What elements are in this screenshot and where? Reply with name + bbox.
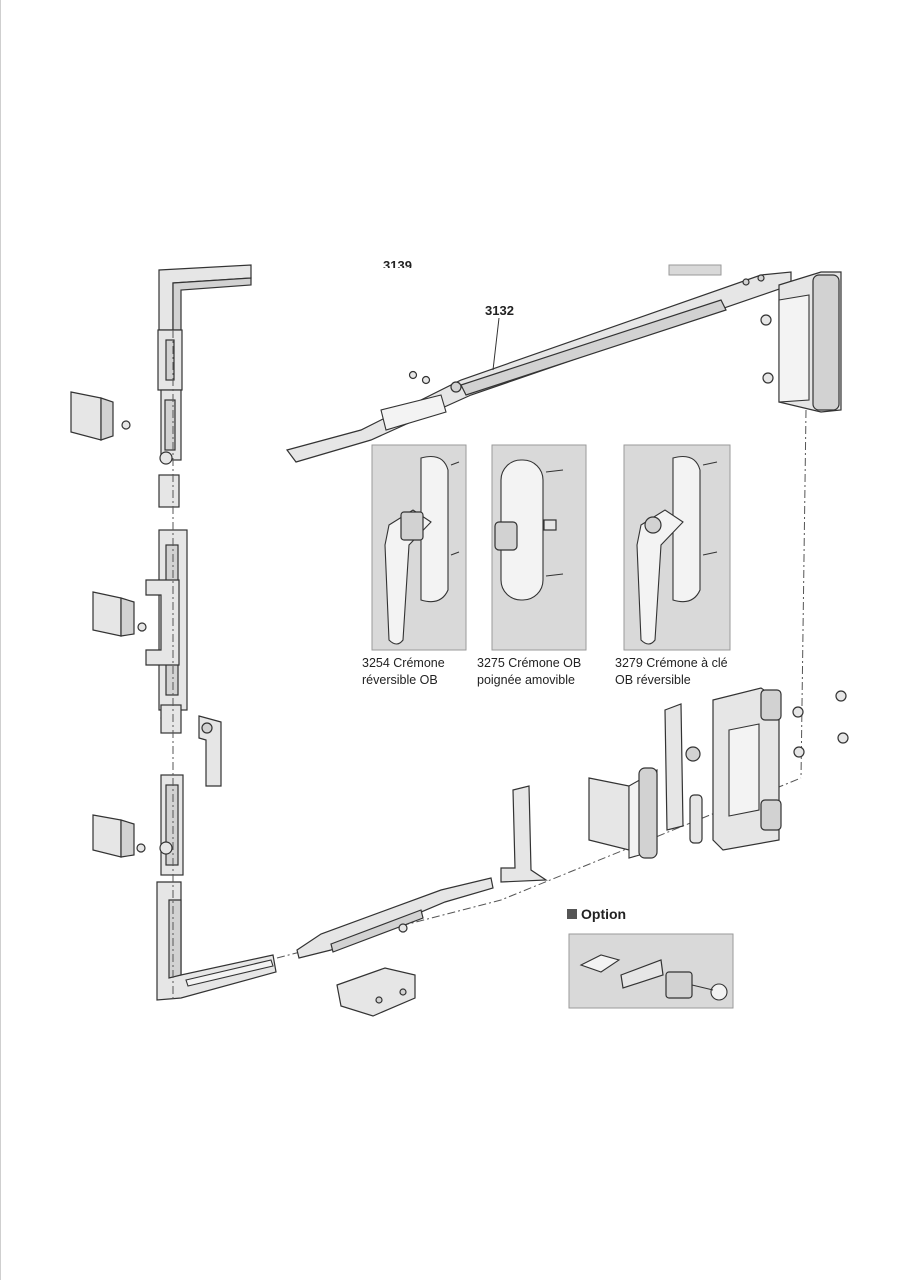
top-part-number-partial: 3139 [383, 258, 412, 268]
keeper-middle [92, 591, 147, 637]
option-square-icon [567, 909, 577, 919]
stay-arm-3132 [285, 271, 792, 463]
option-panel [568, 933, 734, 1009]
handle-3279-caption-line2: OB réversible [615, 673, 691, 687]
handle-3279-caption-line1: 3279 Crémone à clé [615, 656, 728, 670]
keeper-lower [92, 814, 146, 858]
handle-panel-3275 [491, 444, 587, 651]
handle-3275-caption-line1: 3275 Crémone OB [477, 656, 582, 670]
handle-panel-3254 [371, 444, 467, 651]
corner-guide [336, 967, 416, 1017]
pin-part [664, 703, 703, 844]
top-hinge [760, 271, 842, 413]
option-label: Option [581, 906, 627, 922]
assembly-line-bottom [276, 777, 802, 959]
bottom-left-corner-drive [156, 881, 277, 1001]
stay-arm-label: 3132 [485, 303, 514, 318]
handle-3275-caption-line2: poignée amovible [477, 673, 575, 687]
handle-3254-caption-line2: réversible OB [362, 673, 438, 687]
keeper-top [70, 391, 131, 441]
bracket-small [198, 715, 222, 787]
bottom-stay [296, 877, 494, 959]
bottom-hinge [712, 687, 782, 851]
hinge-leaf [588, 767, 658, 859]
handle-3254-caption-line1: 3254 Crémone [362, 656, 445, 670]
support-bracket [500, 785, 548, 883]
top-left-corner-drive [157, 264, 252, 391]
assembly-line-right [800, 409, 807, 779]
screws-right [792, 690, 849, 758]
handle-panel-3279 [623, 444, 731, 651]
option-heading: Option [567, 906, 626, 922]
top-right-partial-tag [668, 264, 722, 276]
left-espagnolette-bar [145, 389, 188, 876]
